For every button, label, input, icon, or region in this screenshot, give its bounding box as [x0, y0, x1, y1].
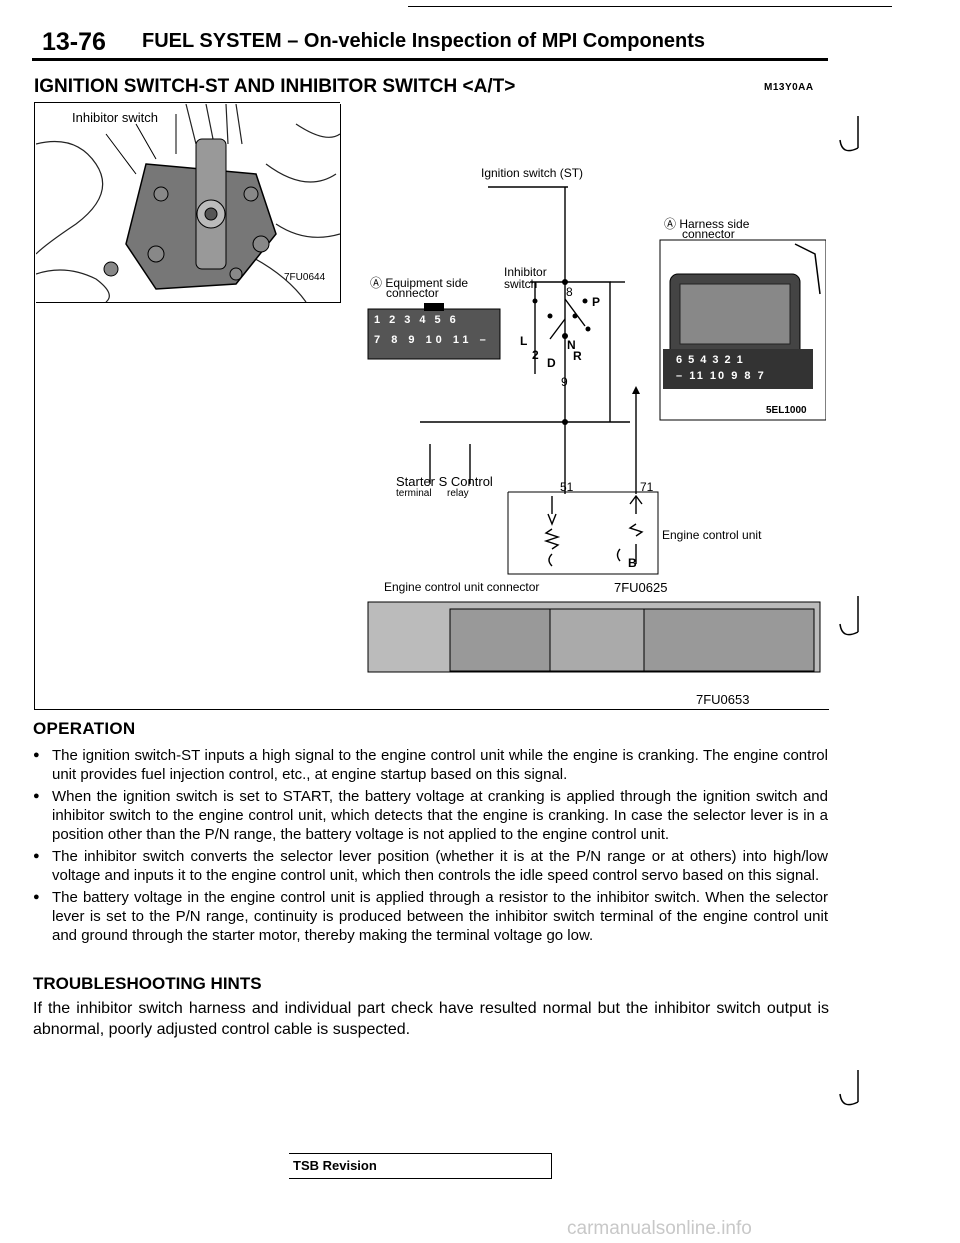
pin-51-label: 51: [560, 480, 574, 494]
pin-9-label: 9: [561, 375, 568, 389]
photo-sketch: [36, 104, 340, 302]
pin-71-label: 71: [640, 480, 654, 494]
pos-n-label: N: [567, 338, 576, 352]
bullet-icon: ●: [33, 891, 40, 903]
top-rule: [408, 6, 892, 7]
harness-side-label-1: Ⓐ Harness side: [664, 217, 750, 231]
b-label: B: [628, 556, 637, 570]
list-item: ●The inhibitor switch converts the selec…: [33, 848, 828, 884]
equipment-pins-row2: 7 8 9 10 11 –: [374, 334, 490, 346]
wiring-diagram: [367, 186, 826, 673]
photo-code: 7FU0644: [284, 272, 326, 283]
pin-8-label: 8: [566, 285, 573, 299]
page-header-title: FUEL SYSTEM – On-vehicle Inspection of M…: [142, 30, 706, 52]
header-rule: [32, 58, 828, 61]
section-code: M13Y0AA: [764, 82, 814, 93]
equipment-side-label-1: Ⓐ Equipment side: [370, 276, 469, 290]
code-7fu0653: 7FU0653: [696, 692, 750, 707]
inhibitor-switch-label-2: switch: [504, 277, 538, 291]
margin-hole-marks: [839, 116, 859, 1106]
photo-label: Inhibitor switch: [72, 110, 158, 125]
starter-control-label: Starter S Control: [396, 474, 493, 489]
pos-r-label: R: [573, 349, 582, 363]
section-title: IGNITION SWITCH-ST AND INHIBITOR SWITCH …: [34, 76, 516, 97]
watermark: carmanualsonline.info: [567, 1218, 752, 1239]
bullet-icon: ●: [33, 850, 40, 862]
bullet-icon: ●: [33, 790, 40, 802]
list-item: ●When the ignition switch is set to STAR…: [33, 788, 828, 843]
equipment-side-label-2: connector: [386, 286, 439, 300]
pos-d-label: D: [547, 356, 556, 370]
operation-heading: OPERATION: [33, 719, 136, 738]
list-item: ●The battery voltage in the engine contr…: [33, 889, 828, 944]
troubleshooting-text: If the inhibitor switch harness and indi…: [33, 1000, 829, 1038]
tsb-revision-label: TSB Revision: [293, 1158, 377, 1173]
terminal-label: terminal: [396, 488, 432, 499]
relay-label: relay: [447, 488, 469, 499]
pos-l-label: L: [520, 334, 528, 348]
figure-top-rule: [34, 102, 340, 103]
ecu-connector-label: Engine control unit connector: [384, 580, 540, 594]
harness-side-label-2: connector: [682, 227, 735, 241]
ignition-switch-label: Ignition switch (ST): [481, 166, 584, 180]
equipment-pins-row1: 123456: [374, 314, 465, 326]
page-number: 13-76: [42, 28, 106, 56]
tsb-revision-box: TSB Revision: [289, 1153, 552, 1179]
pos-2-label: 2: [532, 348, 539, 362]
troubleshooting-heading: TROUBLESHOOTING HINTS: [33, 974, 262, 993]
harness-code: 5EL1000: [766, 405, 807, 416]
code-7fu0625: 7FU0625: [614, 580, 668, 595]
pos-p-label: P: [592, 295, 601, 309]
operation-bullets: ●The ignition switch-ST inputs a high si…: [33, 746, 828, 948]
list-item: ●The ignition switch-ST inputs a high si…: [33, 747, 828, 783]
harness-pins-row1: 654321: [676, 354, 749, 366]
harness-pins-row2: – 11 10 9 8 7: [676, 370, 766, 382]
bullet-icon: ●: [33, 749, 40, 761]
inhibitor-switch-label-1: Inhibitor: [504, 265, 547, 279]
inhibitor-switch-photo: Inhibitor switch 7FU0644: [36, 104, 341, 303]
figure-box: [34, 102, 829, 710]
ecu-label: Engine control unit: [662, 528, 762, 542]
